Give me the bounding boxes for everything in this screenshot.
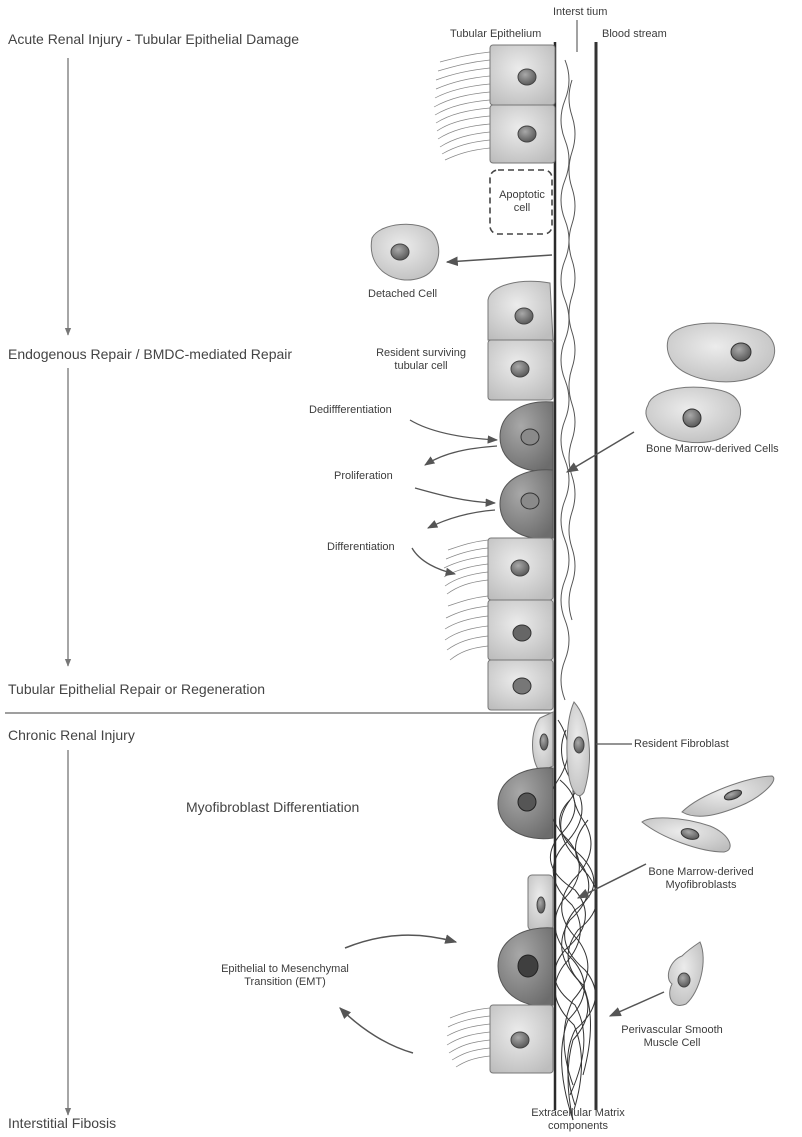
process-arrows <box>410 420 497 574</box>
proliferation-label: Proliferation <box>334 470 393 483</box>
differentiation-arrow <box>412 548 455 574</box>
blood-stream-header: Blood stream <box>602 28 667 41</box>
perivascular-smc <box>668 942 703 1005</box>
emt-cell-3 <box>490 1005 553 1073</box>
stage-regeneration-label: Tubular Epithelial Repair or Regeneratio… <box>8 681 265 697</box>
differentiated-cell-3 <box>488 660 553 710</box>
proliferating-cell <box>500 470 553 539</box>
bmdc-cell-2 <box>646 387 741 442</box>
myofibroblast-2 <box>642 818 730 852</box>
bmdc-label: Bone Marrow-derived Cells <box>646 443 779 456</box>
proliferation-arrow <box>415 488 495 503</box>
interstitium-header: Interst tium <box>553 6 607 19</box>
stage-repair-label: Endogenous Repair / BMDC-mediated Repair <box>8 346 292 362</box>
myofibroblast-differentiation-label: Myofibroblast Differentiation <box>186 799 359 815</box>
detach-arrow <box>447 255 552 262</box>
interstitial-fibers <box>561 60 575 700</box>
emt-cell-2 <box>498 928 553 1006</box>
dedifferentiation-arrow <box>410 420 497 440</box>
detached-cell <box>371 224 439 280</box>
differentiated-cell-2 <box>488 600 553 660</box>
chronic-cell-2 <box>498 768 553 839</box>
stage-fibrosis-label: Interstitial Fibosis <box>8 1115 116 1131</box>
repair-cell-1 <box>488 281 553 340</box>
dedifferentiation-label: Dediffferentiation <box>309 404 392 417</box>
chronic-cell-1 <box>533 712 554 772</box>
bmdc-arrow <box>567 432 634 472</box>
myofibroblast-1 <box>682 776 774 816</box>
tubular-cell-2 <box>490 105 555 163</box>
differentiation-label: Differentiation <box>327 541 395 554</box>
bmdc-cell-1 <box>667 323 774 382</box>
emt-cell-1 <box>528 875 553 930</box>
pvsmc-arrow <box>610 992 664 1016</box>
resident-surviving-cell <box>488 340 553 400</box>
brush-border-top <box>434 52 490 160</box>
differentiated-cell-1 <box>488 538 553 600</box>
brush-border-bottom <box>447 1008 490 1067</box>
dedifferentiated-cell <box>500 402 553 471</box>
emt-arrow-out <box>340 1008 413 1053</box>
tubular-cell-1 <box>490 45 555 105</box>
stage-acute-label: Acute Renal Injury - Tubular Epithelial … <box>8 31 299 47</box>
emt-arrow-in <box>345 935 456 948</box>
stage-chronic-label: Chronic Renal Injury <box>8 727 135 743</box>
brush-border-regenerated <box>444 540 488 660</box>
tubular-epithelium-header: Tubular Epithelium <box>450 28 541 41</box>
resident-fibroblast-label: Resident Fibroblast <box>634 738 729 751</box>
resident-fibroblast-cell <box>567 702 590 796</box>
detached-cell-label: Detached Cell <box>368 288 437 301</box>
